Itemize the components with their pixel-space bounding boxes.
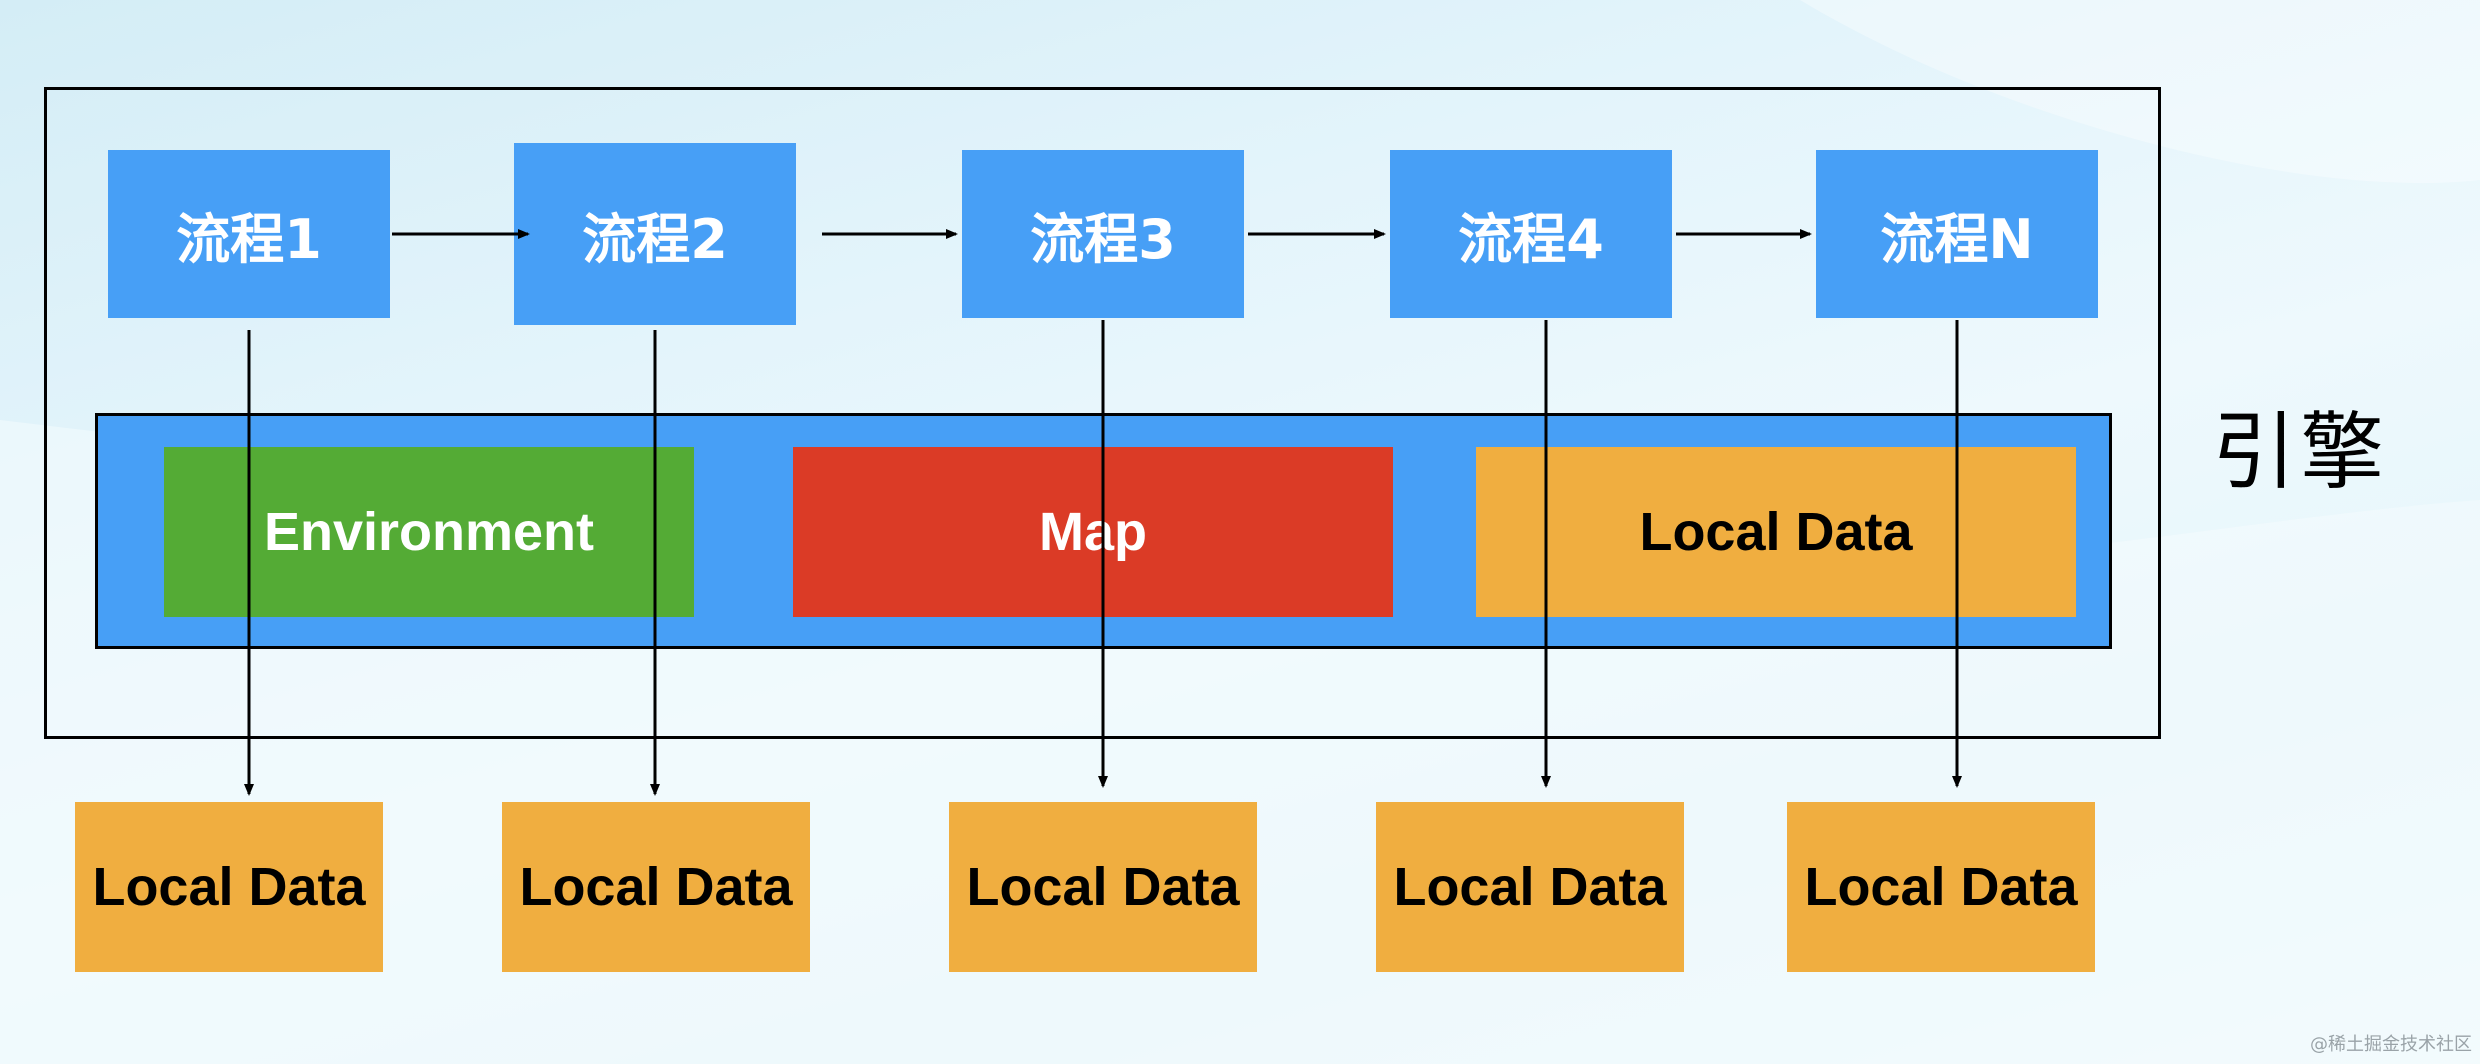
local-data-box-3: Local Data bbox=[949, 802, 1257, 972]
engine-local-data-module: Local Data bbox=[1476, 447, 2076, 617]
local-data-box-1: Local Data bbox=[75, 802, 383, 972]
watermark: @稀土掘金技术社区 bbox=[2310, 1034, 2472, 1055]
engine-label: 引擎 bbox=[2212, 403, 2389, 501]
environment-module: Environment bbox=[164, 447, 694, 617]
process-2-box: 流程2 bbox=[514, 143, 796, 325]
process-n-box: 流程N bbox=[1816, 150, 2098, 318]
map-module: Map bbox=[793, 447, 1393, 617]
local-data-box-2: Local Data bbox=[502, 802, 810, 972]
process-1-box: 流程1 bbox=[108, 150, 390, 318]
local-data-box-n: Local Data bbox=[1787, 802, 2095, 972]
local-data-box-4: Local Data bbox=[1376, 802, 1684, 972]
process-4-box: 流程4 bbox=[1390, 150, 1672, 318]
process-3-box: 流程3 bbox=[962, 150, 1244, 318]
